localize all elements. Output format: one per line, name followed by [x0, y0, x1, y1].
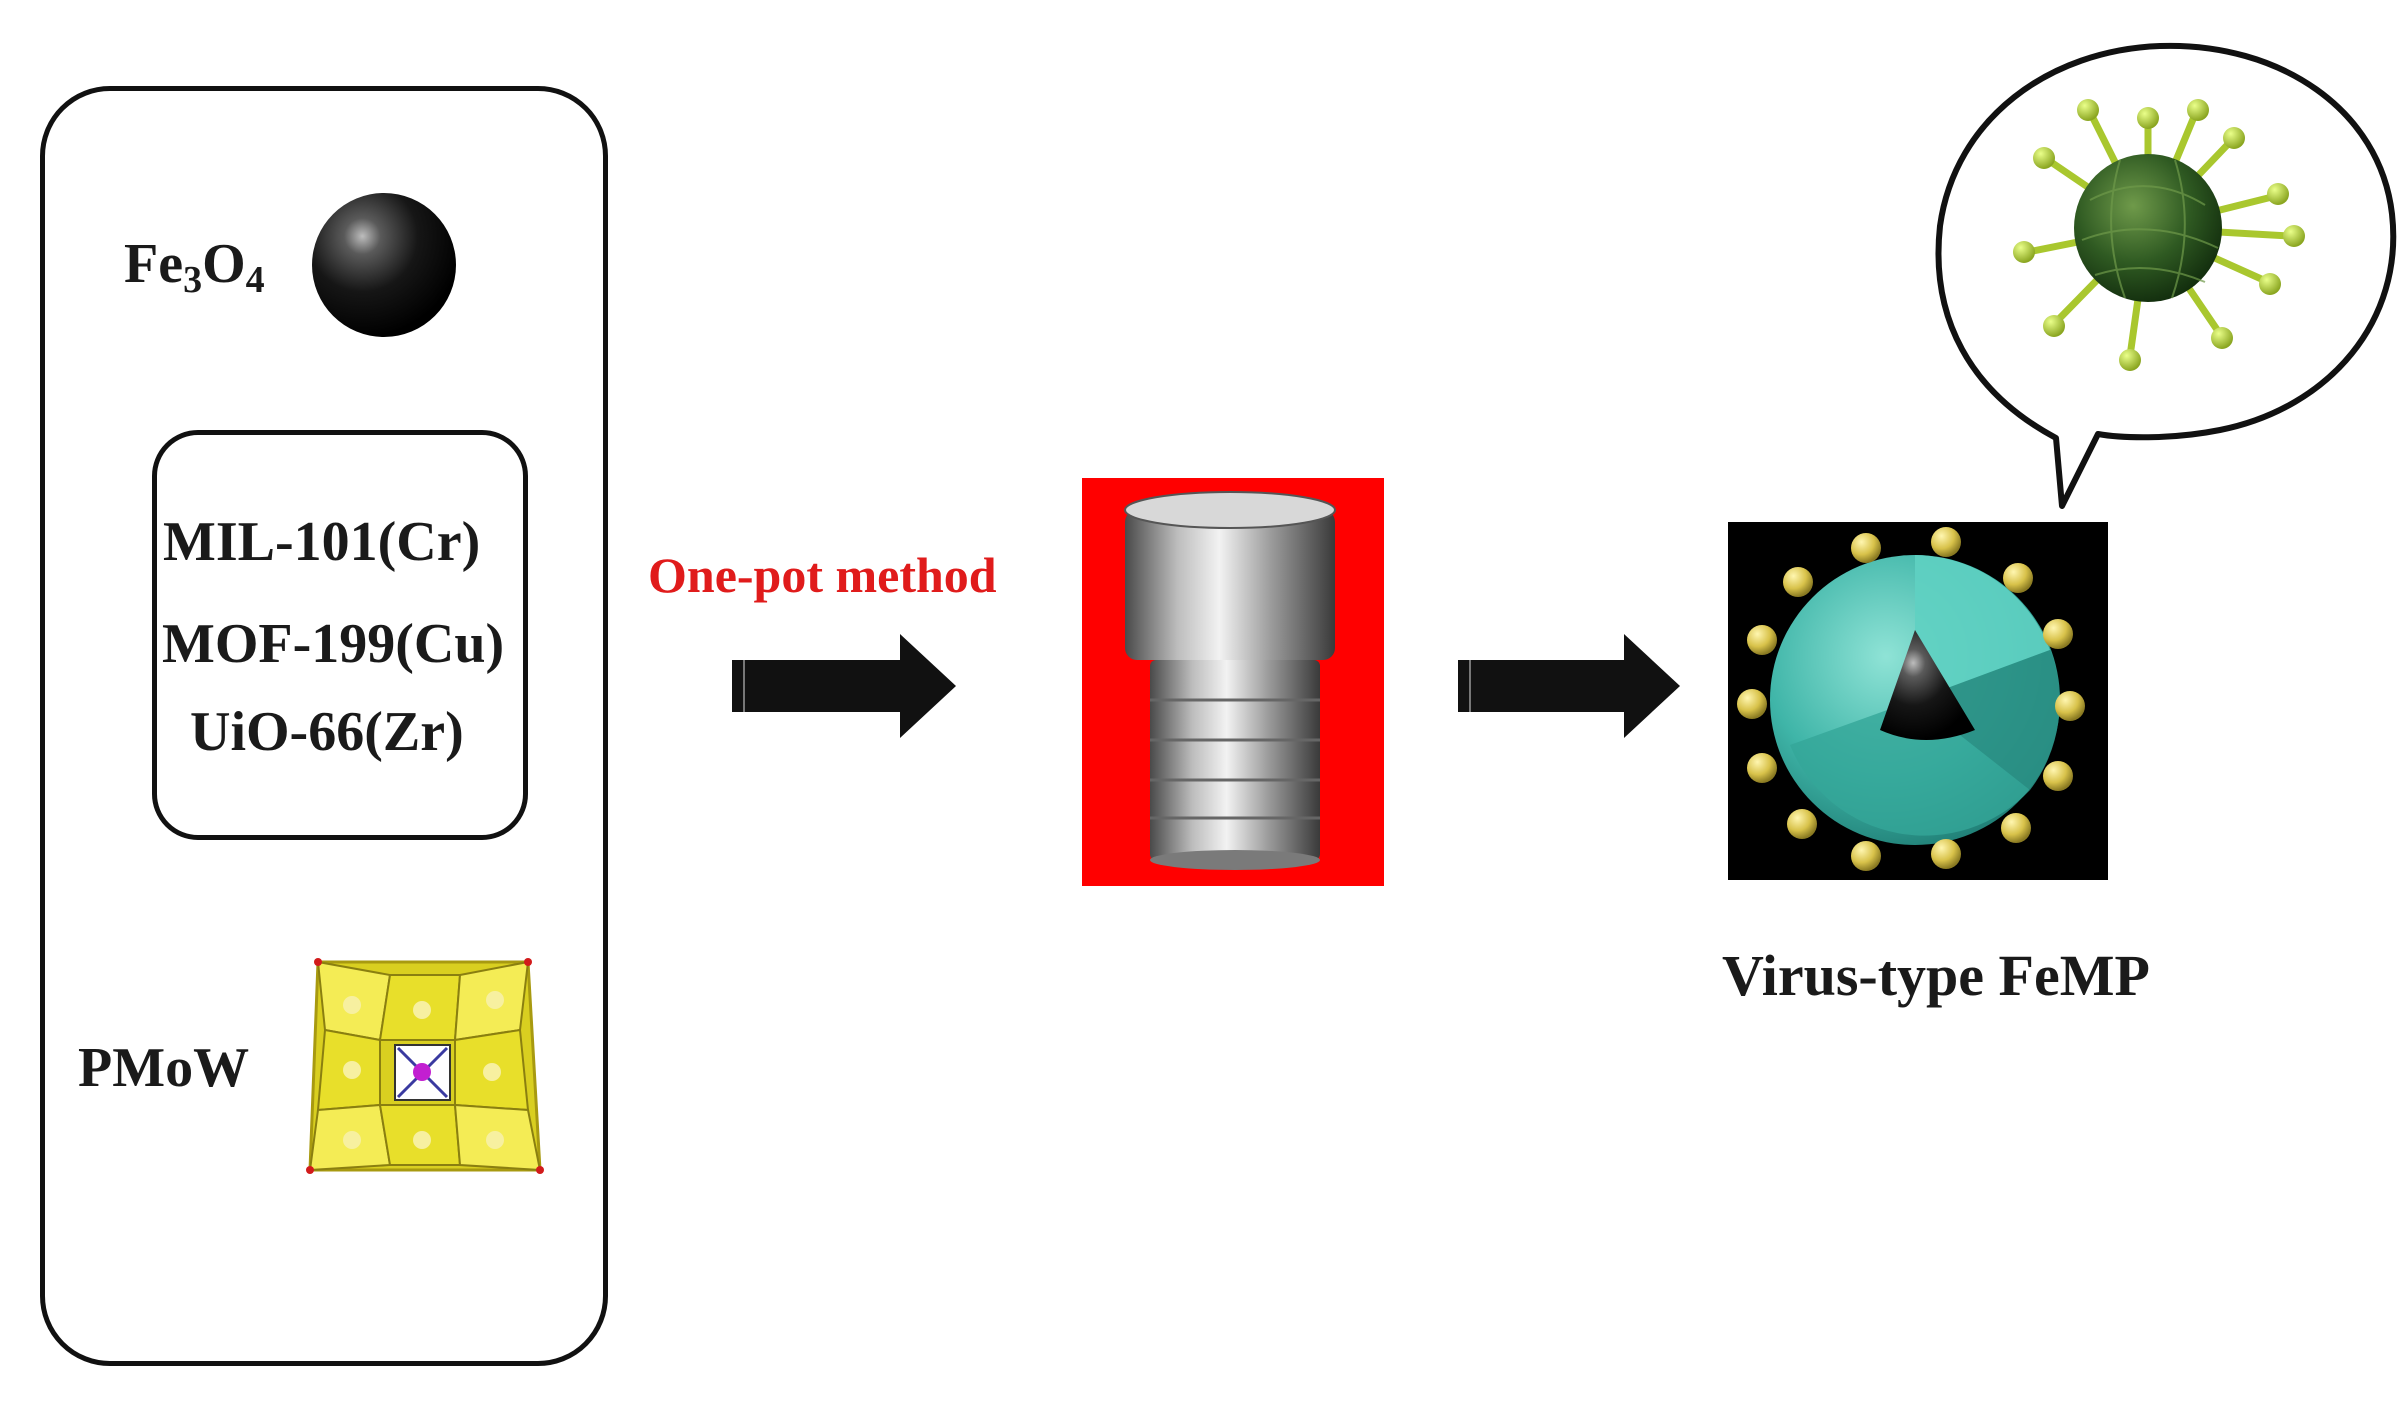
mof-label-uio66: UiO-66(Zr): [190, 701, 464, 763]
mof-label-mil101: MIL-101(Cr): [163, 511, 481, 573]
components-box: [40, 86, 608, 1366]
surface-particles: [1737, 527, 2085, 871]
femp-particle-model: [1728, 522, 2108, 880]
one-pot-method-label: One-pot method: [648, 547, 997, 603]
pmow-structure-icon: [306, 958, 544, 1174]
pmow-label: PMoW: [78, 1037, 250, 1099]
virus-speech-bubble: [1935, 42, 2397, 509]
process-arrow-2: [1458, 634, 1680, 738]
fe3o4-sphere: [312, 193, 456, 337]
autoclave-reactor: [1082, 478, 1384, 886]
mof-box: [152, 430, 528, 840]
product-label: Virus-type FeMP: [1722, 943, 2150, 1008]
mof-label-mof199: MOF-199(Cu): [162, 613, 505, 675]
process-arrow-1: [732, 634, 956, 738]
fe3o4-label: Fe3O4: [124, 233, 265, 301]
virus-icon: [2013, 99, 2305, 371]
